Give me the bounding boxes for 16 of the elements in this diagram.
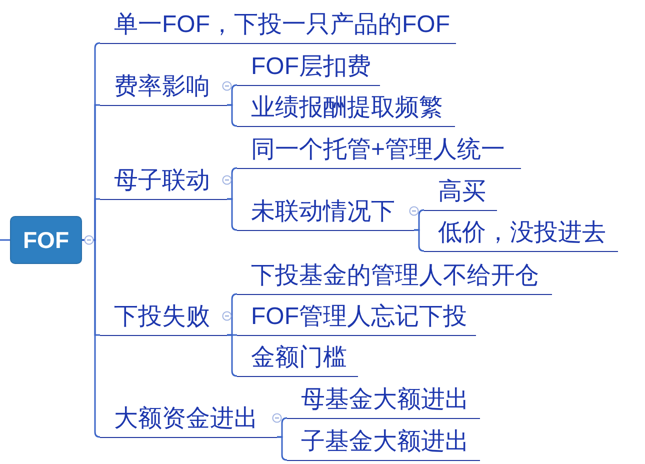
branch-topic: 子基金大额进出 — [287, 427, 480, 461]
branch-topic: 母基金大额进出 — [287, 385, 480, 419]
topic-box: FOF — [10, 216, 82, 264]
branch-topic: 单一FOF，下投一只产品的FOF — [100, 10, 456, 44]
branch-topic: 业绩报酬提取频繁 — [237, 93, 455, 127]
connector-line — [414, 229, 424, 252]
connector-line — [82, 239, 100, 438]
branch-topic: 下投基金的管理人不给开仓 — [237, 261, 552, 295]
branch-topic: 同一个托管+管理人统一 — [237, 135, 521, 169]
branch-topic: FOF管理人忘记下投 — [237, 302, 476, 336]
connector-line — [0, 239, 10, 241]
branch-topic: 低价，没投进去 — [424, 218, 618, 252]
branch-topic: 高买 — [424, 177, 497, 211]
branch-topic: FOF层扣费 — [237, 52, 380, 86]
branch-topic: 金额门槛 — [237, 343, 358, 377]
connector-line — [227, 104, 238, 127]
